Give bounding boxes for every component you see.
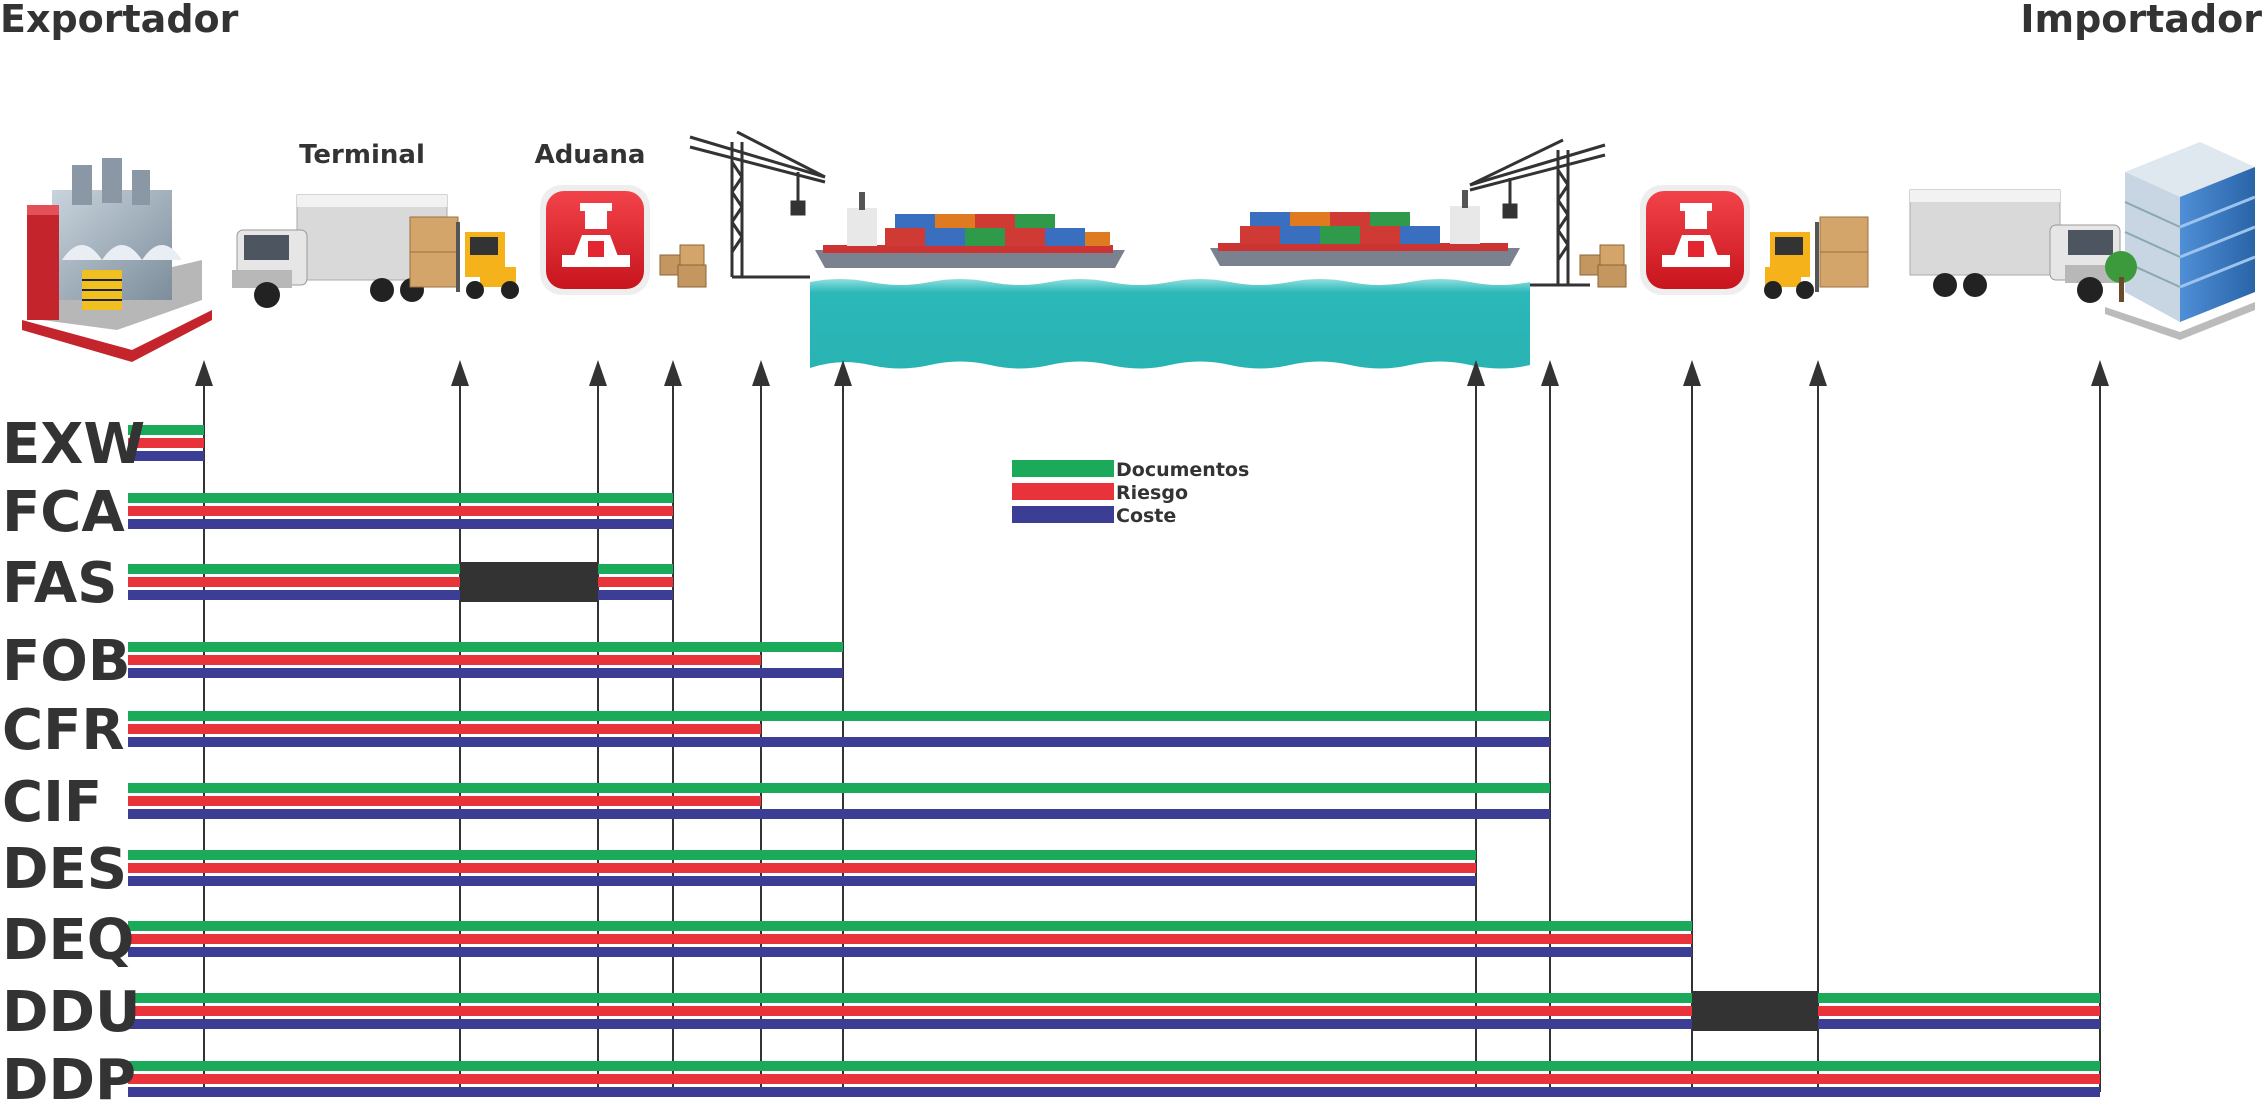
arrow-head-terminal <box>451 360 469 386</box>
bar-ddu-coste-seg1 <box>128 1019 1692 1029</box>
bars-layer <box>128 425 2100 1097</box>
exporter-title: Exportador <box>0 0 239 41</box>
bar-cif-documentos <box>128 783 1550 793</box>
bar-des-riesgo <box>128 863 1476 873</box>
incoterm-label-exw: EXW <box>2 412 145 477</box>
truck-icon <box>232 194 448 308</box>
incoterm-label-cfr: CFR <box>2 698 124 763</box>
crane-icon <box>689 130 826 279</box>
incoterm-label-fob: FOB <box>2 629 131 694</box>
bar-exw-riesgo <box>128 438 204 448</box>
incoterm-label-fca: FCA <box>2 480 125 545</box>
bar-fca-riesgo <box>128 506 673 516</box>
customs-officer-icon <box>1640 185 1750 295</box>
bar-fca-coste <box>128 519 673 529</box>
bar-des-coste <box>128 876 1476 886</box>
arrow-head-ship-departure <box>834 360 852 386</box>
legend-label-coste: Coste <box>1116 505 1176 527</box>
arrows-layer <box>195 360 2109 1092</box>
bar-cfr-documentos <box>128 711 1550 721</box>
bar-ddu-riesgo-seg2 <box>1818 1006 2100 1016</box>
incoterm-label-des: DES <box>2 837 127 902</box>
customs-officer-icon <box>540 185 650 295</box>
bar-fas-coste-seg2 <box>598 590 673 600</box>
bar-fas-coste-seg1 <box>128 590 460 600</box>
bar-deq-riesgo <box>128 934 1692 944</box>
arrow-head-storage <box>664 360 682 386</box>
bar-ddp-documentos <box>128 1061 2100 1071</box>
bar-exw-documentos <box>128 425 204 435</box>
legend-swatch-coste <box>1012 506 1114 523</box>
legend-swatch-riesgo <box>1012 483 1114 500</box>
bar-fob-coste <box>128 668 843 678</box>
arrow-head-storage-destination <box>1809 360 1827 386</box>
legend-label-documentos: Documentos <box>1116 459 1249 481</box>
bar-ddu-coste-seg2 <box>1818 1019 2100 1029</box>
legend-swatch-documentos <box>1012 460 1114 477</box>
bar-des-documentos <box>128 850 1476 860</box>
arrow-head-factory <box>195 360 213 386</box>
boxes-icon <box>1579 244 1627 288</box>
bar-fas-documentos-seg1 <box>128 564 460 574</box>
incoterm-label-ddu: DDU <box>2 980 140 1045</box>
arrow-head-customs-destination <box>1683 360 1701 386</box>
transfer-block-fas <box>460 562 598 602</box>
incoterm-label-deq: DEQ <box>2 908 134 973</box>
arrow-head-ship-arrival <box>1467 360 1485 386</box>
bar-ddp-coste <box>128 1087 2100 1097</box>
arrow-head-crane <box>752 360 770 386</box>
bar-ddu-documentos-seg2 <box>1818 993 2100 1003</box>
truck-icon <box>1909 189 2125 303</box>
bar-cif-riesgo <box>128 796 761 806</box>
legend: Documentos Riesgo Coste <box>1012 459 1249 527</box>
bar-fas-riesgo-seg1 <box>128 577 460 587</box>
factory-icon <box>22 158 212 362</box>
bar-cfr-riesgo <box>128 724 761 734</box>
legend-label-riesgo: Riesgo <box>1116 482 1188 504</box>
bar-ddu-riesgo-seg1 <box>128 1006 1692 1016</box>
container-ship-icon <box>815 192 1125 268</box>
incoterm-label-fas: FAS <box>2 551 118 616</box>
bar-deq-coste <box>128 947 1692 957</box>
aduana-label: Aduana <box>535 140 646 170</box>
incoterm-label-cif: CIF <box>2 770 102 835</box>
bar-cif-coste <box>128 809 1550 819</box>
forklift-boxes-icon <box>1764 216 1869 299</box>
sea-icon <box>810 279 1530 369</box>
bar-ddp-riesgo <box>128 1074 2100 1084</box>
incoterm-label-ddp: DDP <box>2 1048 136 1104</box>
arrow-head-crane-destination <box>1541 360 1559 386</box>
arrow-head-importer <box>2091 360 2109 386</box>
bar-deq-documentos <box>128 921 1692 931</box>
bar-fas-riesgo-seg2 <box>598 577 673 587</box>
boxes-icon <box>659 244 707 288</box>
bar-exw-coste <box>128 451 204 461</box>
importer-title: Importador <box>2020 0 2262 41</box>
container-ship-icon <box>1210 190 1520 266</box>
forklift-boxes-icon <box>409 216 519 299</box>
bar-fob-riesgo <box>128 655 761 665</box>
terminal-label: Terminal <box>299 140 425 170</box>
bar-fas-documentos-seg2 <box>598 564 673 574</box>
bar-ddu-documentos-seg1 <box>128 993 1692 1003</box>
bar-cfr-coste <box>128 737 1550 747</box>
transfer-block-ddu <box>1692 991 1818 1031</box>
crane-icon <box>1469 138 1606 287</box>
arrow-head-customs <box>589 360 607 386</box>
office-building-icon <box>2105 142 2256 340</box>
bar-fca-documentos <box>128 493 673 503</box>
bar-fob-documentos <box>128 642 843 652</box>
